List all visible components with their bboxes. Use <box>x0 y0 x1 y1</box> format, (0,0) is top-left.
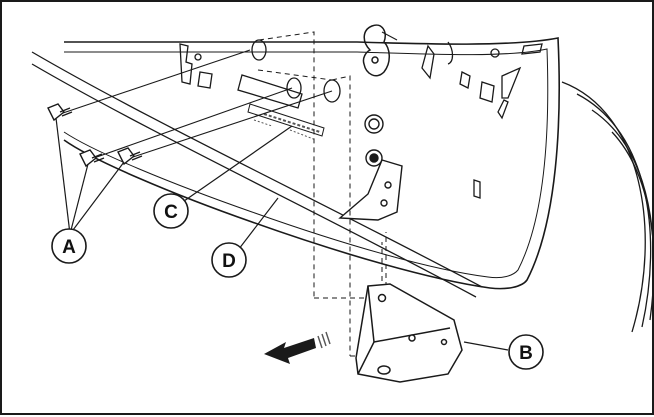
bolt-icon <box>47 103 143 168</box>
callout-a: A <box>51 228 87 264</box>
bolt-2 <box>79 149 105 168</box>
callout-c-label: C <box>164 202 178 223</box>
panel-cutouts <box>179 39 543 199</box>
lower-bracket <box>355 283 463 383</box>
callout-b: B <box>508 334 544 370</box>
bolt-leader-lines <box>59 49 333 159</box>
bolt-1 <box>47 103 73 122</box>
wheel <box>561 81 654 333</box>
panel-studs <box>364 114 384 167</box>
machine-panel <box>63 37 560 290</box>
callout-c: C <box>153 193 189 229</box>
callout-a-label: A <box>62 237 76 258</box>
panel-label-strip <box>247 103 325 141</box>
callout-d-label: D <box>222 251 236 272</box>
panel-lower-edge <box>31 51 483 298</box>
upper-mounting-bracket <box>338 159 403 221</box>
direction-arrow-icon <box>264 331 331 364</box>
callout-d: D <box>211 242 247 278</box>
callout-b-label: B <box>519 343 533 364</box>
bolt-3 <box>117 147 143 166</box>
keyhole-cutout <box>362 24 398 77</box>
